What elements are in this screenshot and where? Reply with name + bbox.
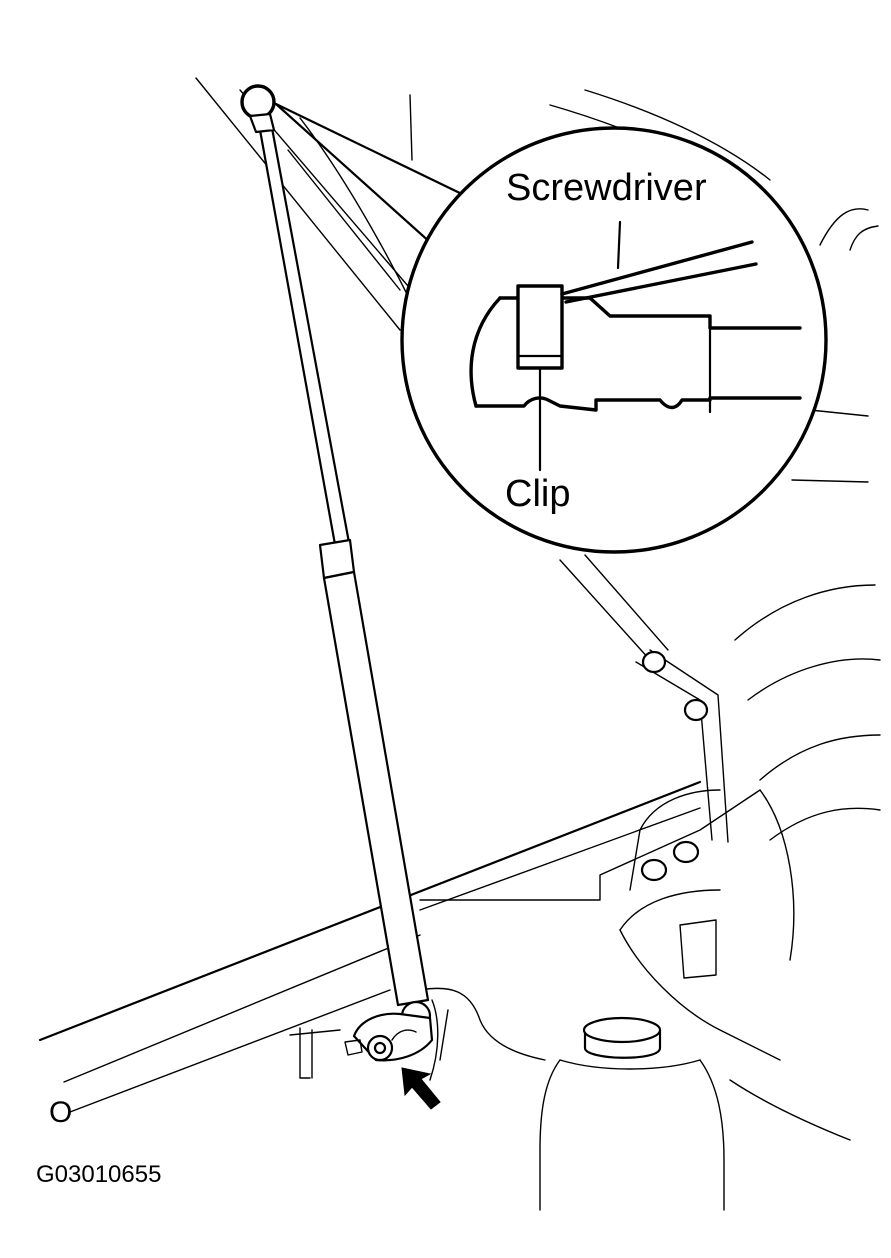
clip-label: Clip [505,473,570,515]
side-marker-label: O [49,1096,72,1129]
screwdriver-leader [616,220,622,270]
figure-id: G03010655 [36,1161,161,1188]
direction-arrow [401,1067,441,1110]
clip-detail [469,220,802,472]
screwdriver-label: Screwdriver [506,167,707,209]
engine-bay-background [38,77,881,1211]
lower-mount-bracket [344,1012,434,1062]
hood-support-strut [240,84,432,1032]
magnifier-callout: Screwdriver Clip [274,102,828,554]
